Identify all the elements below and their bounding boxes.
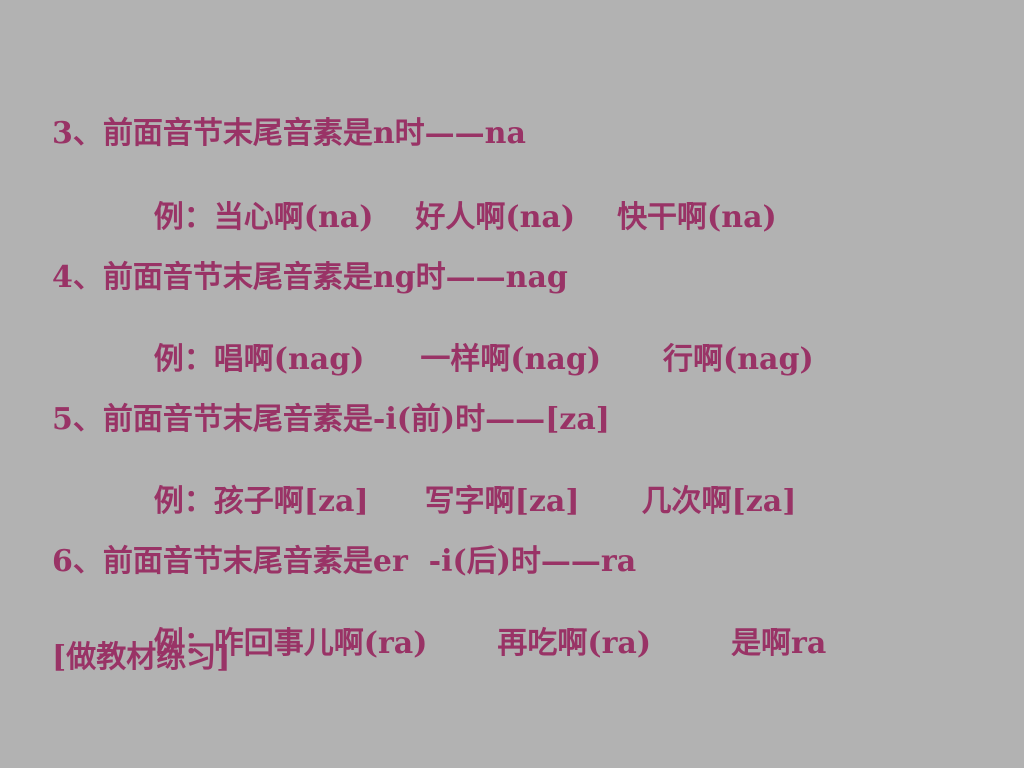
example-item: 唱啊(nag)	[213, 342, 365, 377]
example-item: 再吃啊(ra)	[497, 626, 652, 661]
example-prefix: 例：	[153, 342, 214, 377]
example-item: 快干啊(na)	[617, 200, 777, 235]
example-item: 咋回事儿啊(ra)	[213, 626, 428, 661]
rule-5: 5、前面音节末尾音素是-i(前)时——[za]	[52, 402, 610, 437]
example-prefix: 例：	[153, 484, 214, 519]
example-line-6: 例：咋回事儿啊(ra) 再吃啊(ra) 是啊ra	[112, 593, 827, 695]
example-prefix: 例：	[153, 626, 214, 661]
example-line-5: 例：孩子啊[za] 写字啊[za] 几次啊[za]	[112, 451, 797, 553]
example-item: 孩子啊[za]	[213, 484, 369, 519]
example-item: 好人啊(na)	[415, 200, 576, 235]
example-item: 几次啊[za]	[641, 484, 797, 519]
rule-4: 4、前面音节末尾音素是ng时——nag	[52, 260, 568, 295]
example-item: 写字啊[za]	[424, 484, 580, 519]
example-item: 行啊(nag)	[663, 342, 814, 377]
rule-3: 3、前面音节末尾音素是n时——na	[52, 116, 526, 151]
example-prefix: 例：	[153, 200, 214, 235]
rule-6: 6、前面音节末尾音素是er -i(后)时——ra	[52, 544, 637, 579]
exercise-note: [做教材练习]	[52, 640, 231, 675]
example-line-3: 例：当心啊(na) 好人啊(na) 快干啊(na)	[112, 167, 777, 269]
example-item: 是啊ra	[731, 626, 827, 661]
example-line-4: 例：唱啊(nag) 一样啊(nag) 行啊(nag)	[112, 309, 814, 411]
example-item: 一样啊(nag)	[420, 342, 602, 377]
example-item: 当心啊(na)	[213, 200, 374, 235]
